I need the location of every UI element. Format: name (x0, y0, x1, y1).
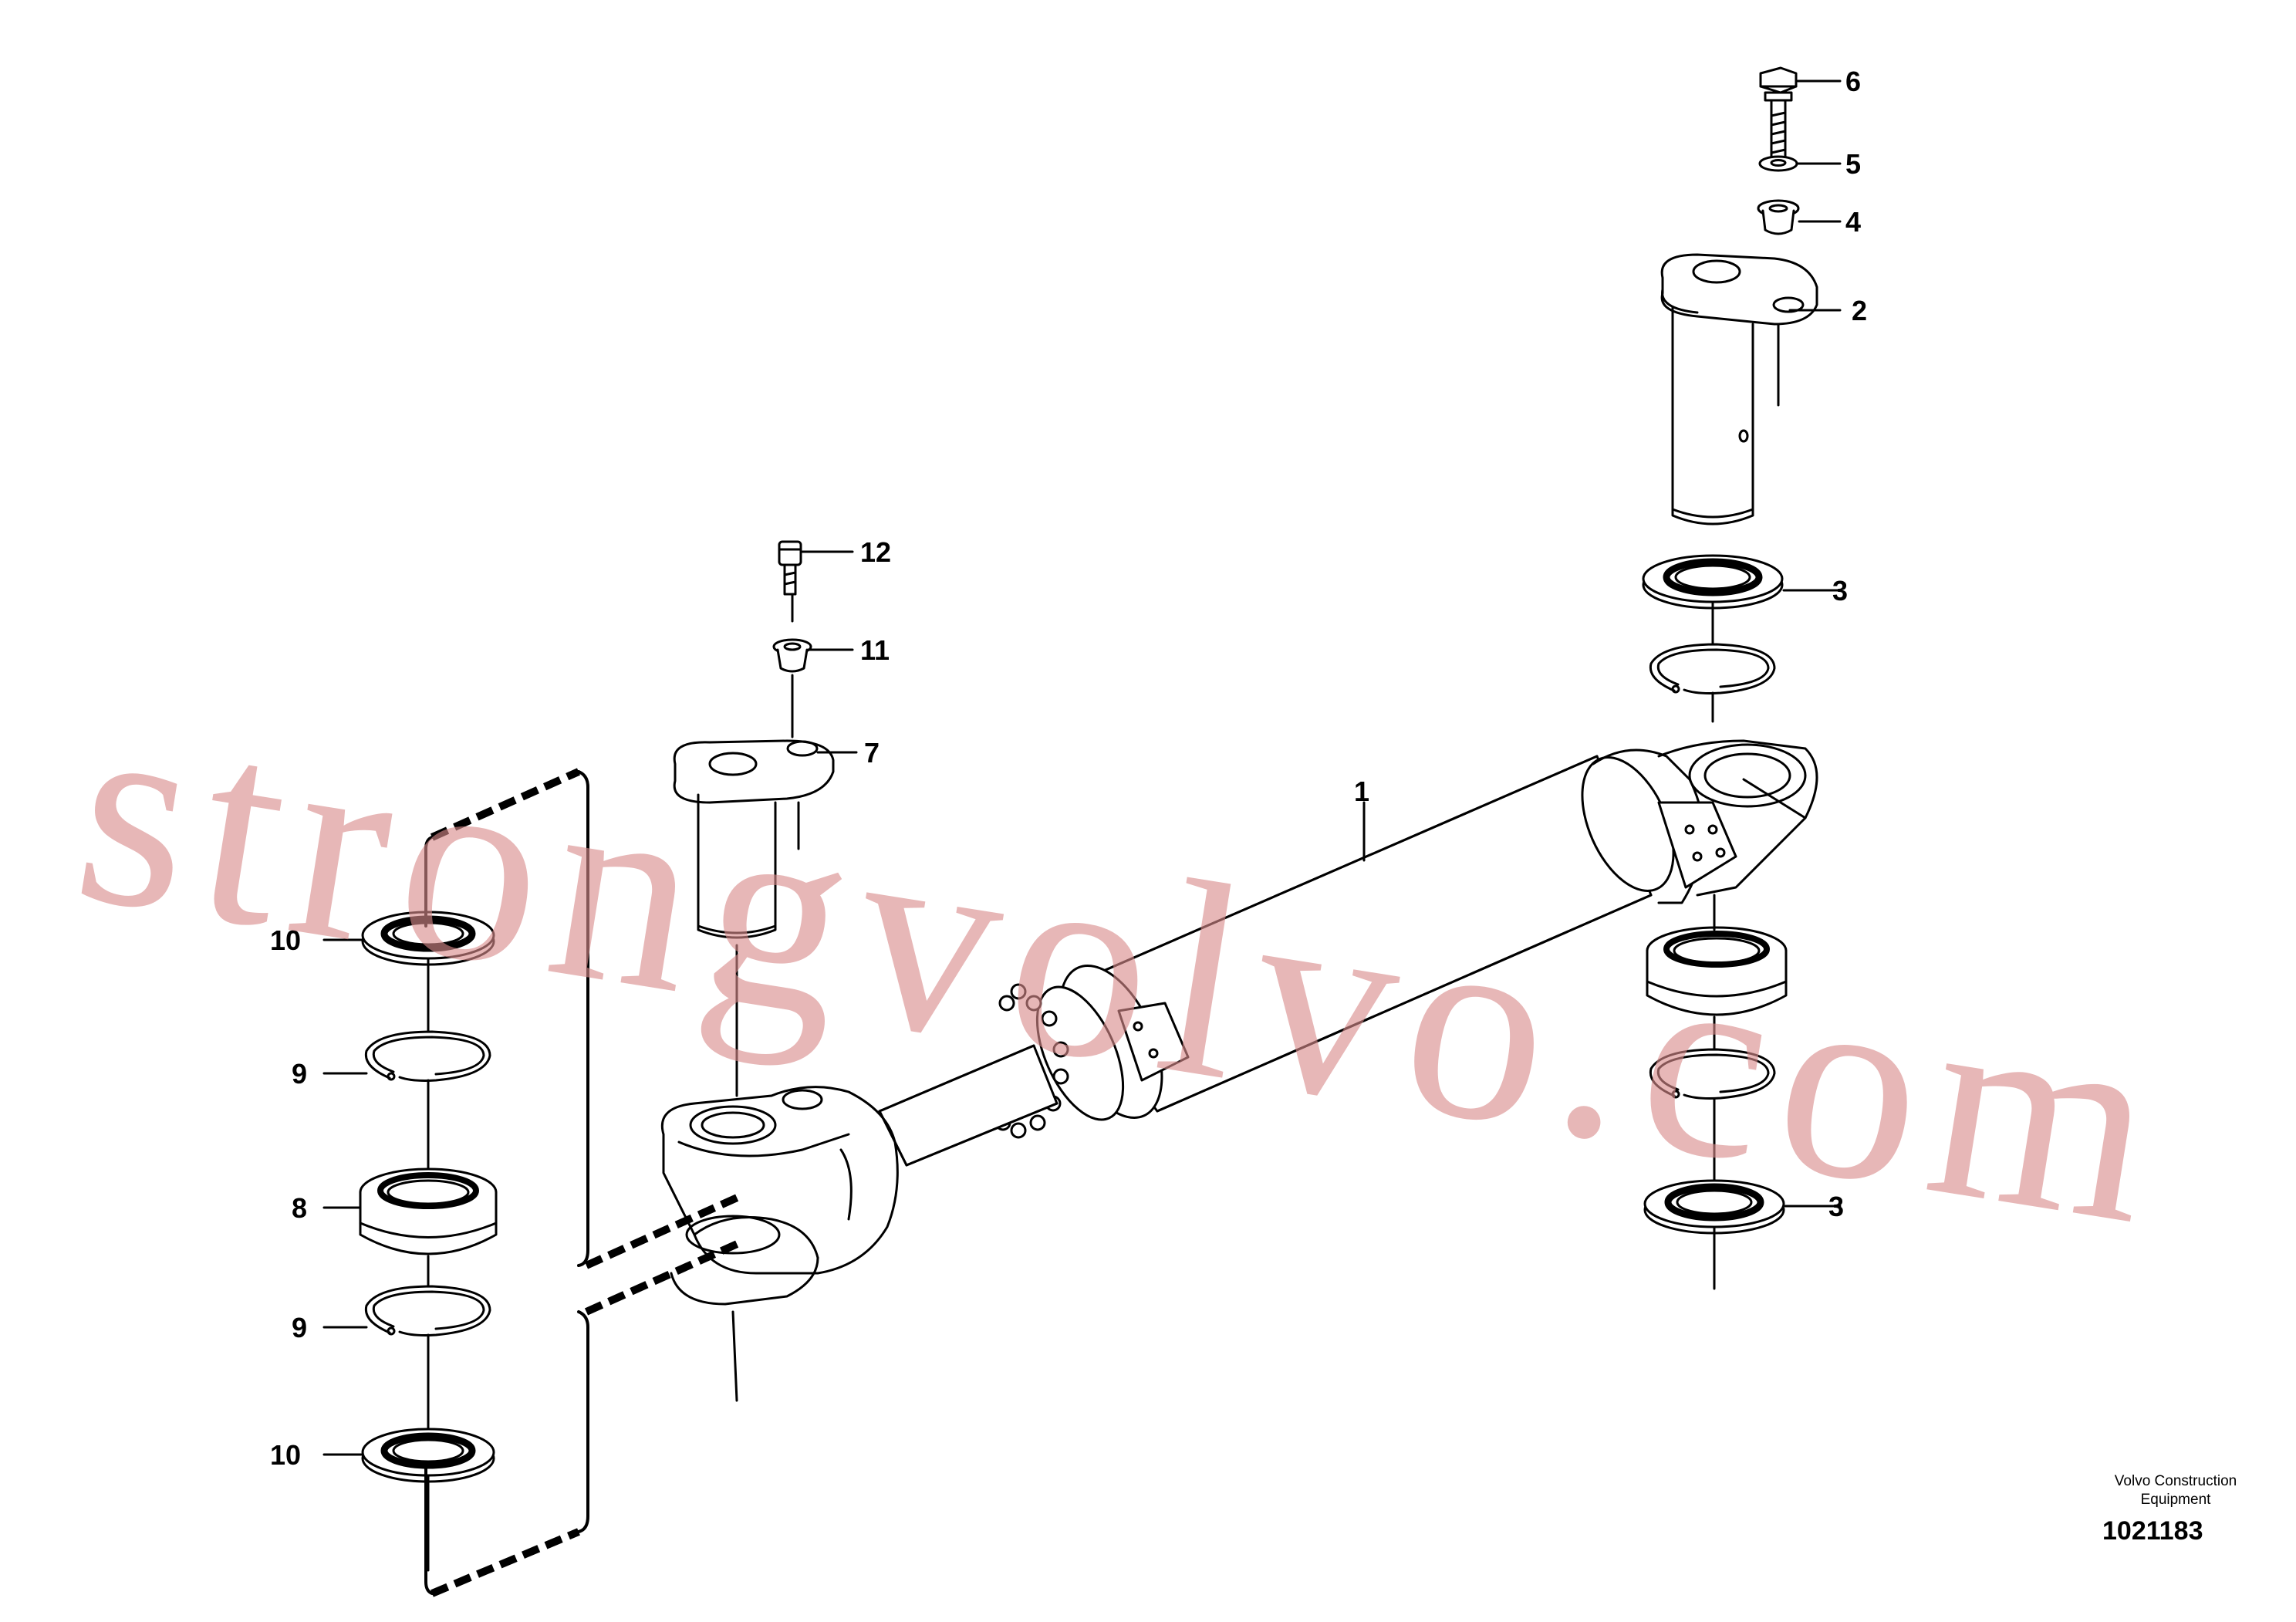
label-part-9-bottom: 9 (292, 1312, 307, 1343)
label-part-4: 4 (1845, 206, 1861, 238)
label-part-3-top: 3 (1832, 575, 1848, 607)
label-part-10-bottom: 10 (270, 1439, 301, 1471)
figure-number: 1021183 (2102, 1516, 2203, 1546)
group-bracket-sides (424, 770, 589, 1595)
publisher-credit: Volvo Construction Equipment (2075, 1472, 2276, 1509)
retaining-ring-part-9-top (364, 1030, 491, 1082)
left-pin-assembly (673, 540, 835, 1097)
credit-line-1: Volvo Construction (2114, 1473, 2237, 1489)
label-part-3-bottom: 3 (1828, 1191, 1844, 1222)
group-bracket (430, 768, 743, 1597)
retaining-ring-upper (1649, 643, 1776, 694)
label-part-9-top: 9 (292, 1058, 307, 1090)
washer-part-5 (1758, 155, 1798, 172)
hydraulic-cylinder-part-1 (661, 739, 1818, 1402)
seal-part-3-bottom (1643, 1179, 1785, 1235)
seal-part-10-bottom (361, 1428, 495, 1483)
label-part-7: 7 (864, 737, 880, 769)
leader-lines (322, 79, 1842, 1456)
retaining-ring-part-9-bottom (364, 1285, 491, 1336)
retaining-ring-lower (1649, 1048, 1776, 1100)
label-part-8: 8 (292, 1192, 307, 1224)
credit-line-2: Equipment (2140, 1492, 2211, 1508)
label-part-10-top: 10 (270, 924, 301, 956)
pin-part-2 (1660, 253, 1818, 525)
bolt-part-12 (778, 540, 802, 596)
bearing-right (1646, 926, 1788, 1016)
seal-part-10-top (361, 911, 495, 966)
right-pin-assembly (1642, 66, 1818, 1290)
spacer-part-4 (1757, 199, 1800, 235)
bearing-part-8 (359, 1168, 498, 1255)
label-part-6: 6 (1845, 66, 1861, 97)
pin-part-7 (673, 739, 835, 939)
label-part-2: 2 (1852, 295, 1867, 326)
spacer-part-11 (772, 638, 812, 673)
label-part-12: 12 (860, 536, 891, 568)
part-labels: 6 5 4 2 3 3 1 12 11 7 10 9 8 9 10 (270, 66, 1867, 1471)
label-part-11: 11 (860, 634, 890, 666)
left-bearing-stack (359, 911, 498, 1572)
label-part-5: 5 (1845, 148, 1861, 180)
seal-part-3-top (1642, 554, 1784, 610)
label-part-1: 1 (1354, 776, 1369, 807)
bolt-part-6 (1759, 66, 1798, 162)
